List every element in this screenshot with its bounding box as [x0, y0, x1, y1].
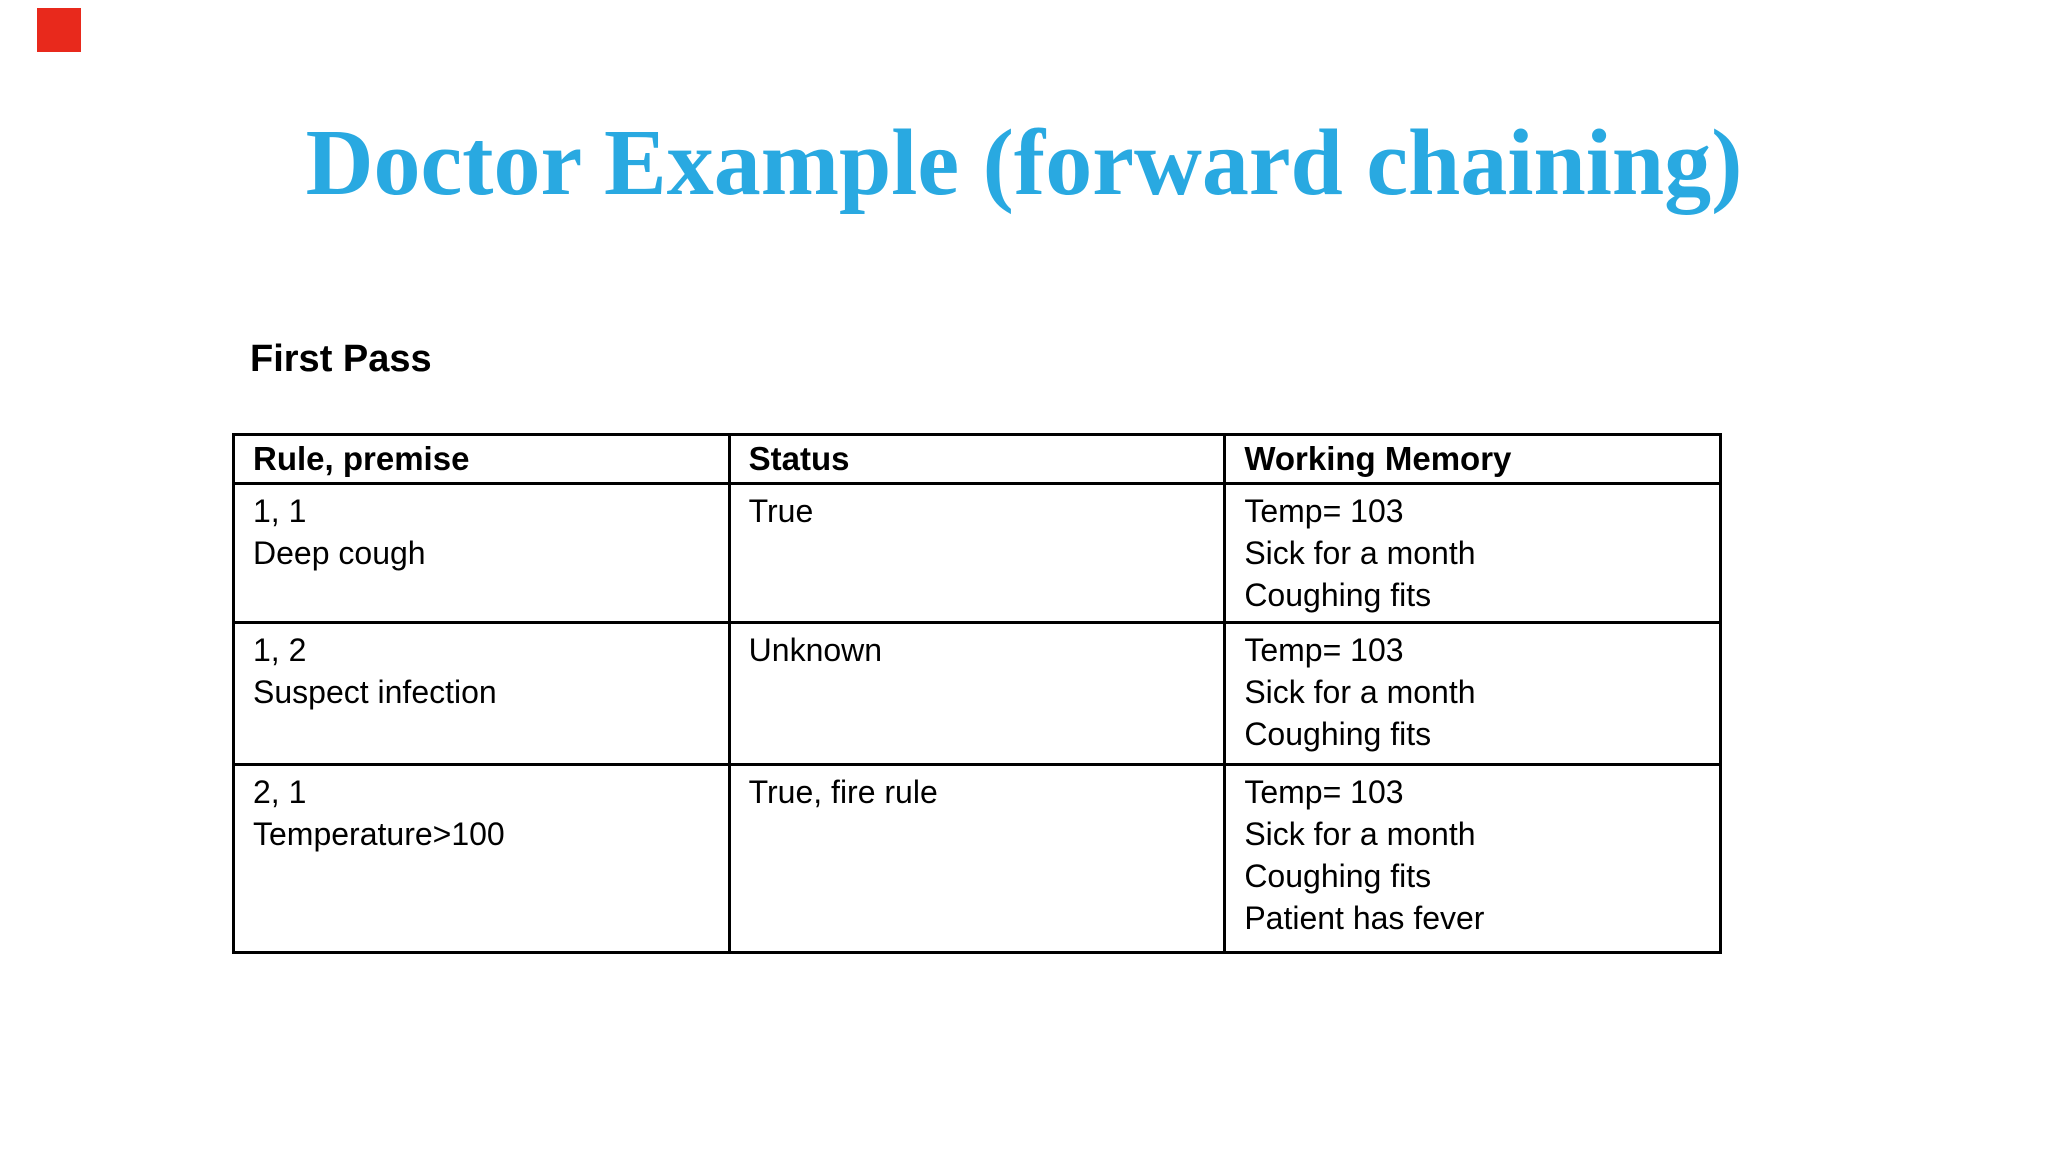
table-row: 1, 1 Deep cough True Temp= 103 Sick for …	[232, 482, 1722, 624]
cell-line: Temperature>100	[253, 816, 505, 852]
cell-status: True	[727, 482, 1227, 624]
column-header-working-memory: Working Memory	[1223, 433, 1722, 485]
cell-line: Coughing fits	[1244, 858, 1432, 894]
cell-line: Unknown	[748, 632, 883, 668]
cell-line: Coughing fits	[1244, 577, 1432, 613]
cell-line: Temp= 103	[1244, 632, 1404, 668]
cell-rule-premise: 1, 2 Suspect infection	[232, 621, 731, 766]
column-header-rule-premise: Rule, premise	[232, 433, 731, 485]
cell-status: True, fire rule	[727, 763, 1227, 954]
column-header-status: Status	[727, 433, 1227, 485]
cell-line: True	[748, 493, 814, 529]
cell-status: Unknown	[727, 621, 1227, 766]
cell-line: Coughing fits	[1244, 716, 1432, 752]
cell-line: Deep cough	[253, 535, 426, 571]
cell-line: 1, 1	[253, 493, 307, 529]
cell-working-memory: Temp= 103 Sick for a month Coughing fits	[1223, 482, 1722, 624]
cell-working-memory: Temp= 103 Sick for a month Coughing fits…	[1223, 763, 1722, 954]
cell-line: Suspect infection	[253, 674, 497, 710]
header-row: Rule, premise Status Working Memory	[232, 433, 1722, 485]
cell-line: Sick for a month	[1244, 535, 1476, 571]
cell-line: True, fire rule	[748, 774, 938, 810]
cell-rule-premise: 2, 1 Temperature>100	[232, 763, 731, 954]
cell-line: 1, 2	[253, 632, 307, 668]
red-square-marker	[37, 8, 81, 52]
cell-working-memory: Temp= 103 Sick for a month Coughing fits	[1223, 621, 1722, 766]
slide-title: Doctor Example (forward chaining)	[305, 111, 1743, 215]
cell-line: Sick for a month	[1244, 674, 1476, 710]
cell-line: Sick for a month	[1244, 816, 1476, 852]
first-pass-table: Rule, premise Status Working Memory 1, 1…	[232, 433, 1722, 954]
table-row: 2, 1 Temperature>100 True, fire rule Tem…	[232, 763, 1722, 954]
cell-line: Patient has fever	[1244, 900, 1485, 936]
cell-rule-premise: 1, 1 Deep cough	[232, 482, 731, 624]
cell-line: Temp= 103	[1244, 774, 1404, 810]
cell-line: 2, 1	[253, 774, 307, 810]
cell-line: Temp= 103	[1244, 493, 1404, 529]
section-heading: First Pass	[250, 338, 432, 380]
table-row: 1, 2 Suspect infection Unknown Temp= 103…	[232, 621, 1722, 766]
